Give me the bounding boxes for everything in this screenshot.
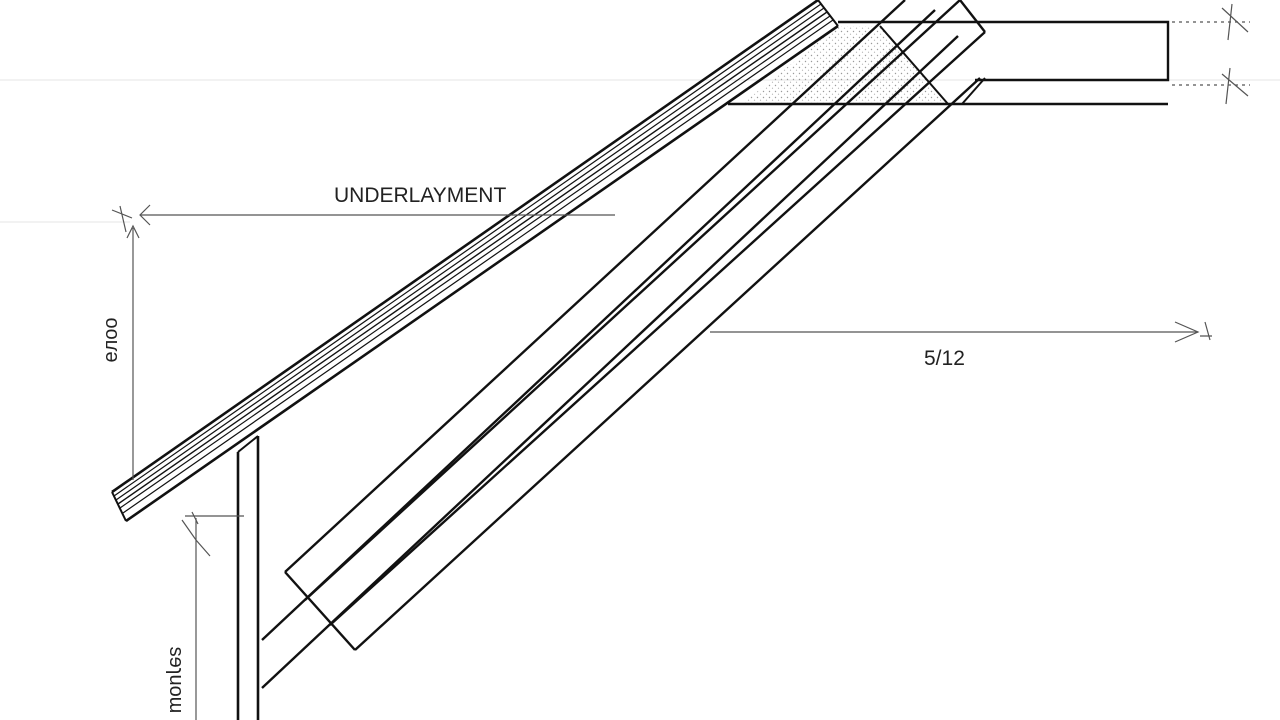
left-dimension-label: eлoo: [100, 317, 122, 362]
roof-deck-layers: [111, 0, 839, 523]
underlayment-label: UNDERLAYMENT: [334, 184, 506, 207]
pitch-label: 5/12: [924, 347, 965, 370]
lower-dimension-label: sɘɿuoɯ: [165, 647, 187, 714]
rafters: [261, 0, 986, 689]
underlayment-leader: [111, 204, 615, 233]
reference-lines: [0, 79, 1280, 223]
pitch-leader: [710, 321, 1212, 343]
right-dimension-marks: [1172, 3, 1250, 105]
left-dimension-line: [126, 224, 140, 480]
lower-dimension-line: [181, 511, 244, 720]
wall-post: [236, 435, 260, 720]
